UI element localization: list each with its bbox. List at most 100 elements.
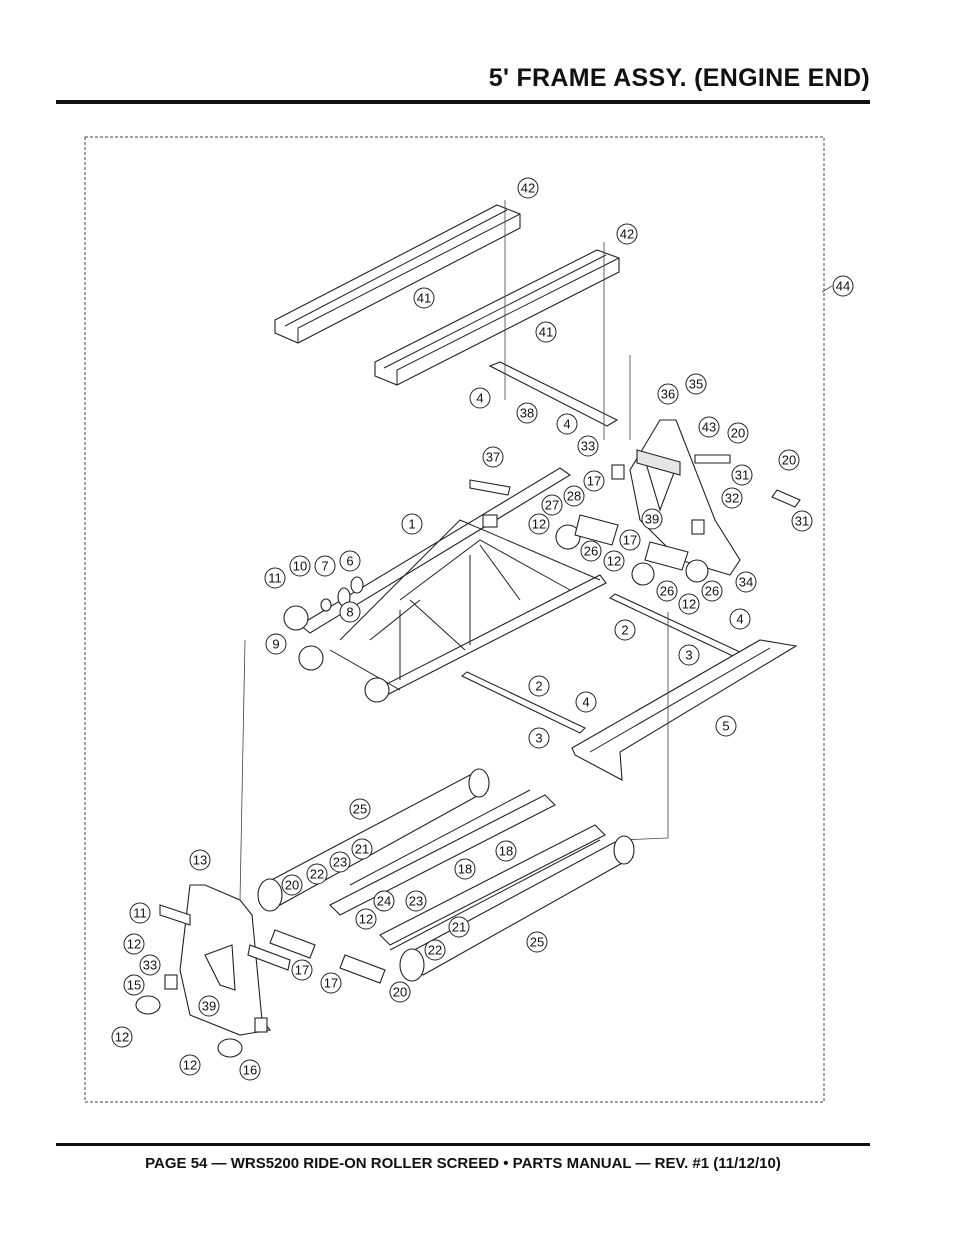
callout-17: 17 xyxy=(291,959,313,981)
svg-text:5: 5 xyxy=(722,719,729,734)
header-rule xyxy=(56,100,870,104)
channel-upper-left xyxy=(274,204,521,344)
callout-6: 6 xyxy=(339,550,361,572)
svg-text:16: 16 xyxy=(243,1063,257,1078)
svg-text:31: 31 xyxy=(795,514,809,529)
svg-text:31: 31 xyxy=(735,468,749,483)
svg-text:27: 27 xyxy=(545,498,559,513)
callout-11: 11 xyxy=(264,567,286,589)
callout-25: 25 xyxy=(349,798,371,820)
svg-text:43: 43 xyxy=(702,420,716,435)
svg-text:4: 4 xyxy=(736,612,743,627)
clamp-15 xyxy=(135,995,161,1015)
svg-text:26: 26 xyxy=(660,584,674,599)
callout-21: 21 xyxy=(351,838,373,860)
svg-text:4: 4 xyxy=(582,695,589,710)
callout-42: 42 xyxy=(616,223,638,245)
callout-32: 32 xyxy=(721,487,743,509)
callout-26: 26 xyxy=(656,580,678,602)
svg-text:12: 12 xyxy=(359,912,373,927)
svg-text:28: 28 xyxy=(567,489,581,504)
svg-text:35: 35 xyxy=(689,377,703,392)
callout-23: 23 xyxy=(405,890,427,912)
callout-26: 26 xyxy=(701,580,723,602)
callout-22: 22 xyxy=(306,863,328,885)
callout-11: 11 xyxy=(129,902,151,924)
svg-text:20: 20 xyxy=(285,878,299,893)
svg-text:9: 9 xyxy=(272,637,279,652)
callout-3: 3 xyxy=(678,644,700,666)
svg-text:41: 41 xyxy=(539,325,553,340)
rod-21a xyxy=(349,789,531,886)
svg-text:4: 4 xyxy=(563,417,570,432)
callout-7: 7 xyxy=(314,555,336,577)
hub-9 xyxy=(283,605,309,631)
channel-upper-right xyxy=(374,249,620,386)
svg-text:32: 32 xyxy=(725,491,739,506)
svg-text:4: 4 xyxy=(476,391,483,406)
svg-text:13: 13 xyxy=(193,853,207,868)
callout-20: 20 xyxy=(281,874,303,896)
svg-text:33: 33 xyxy=(581,439,595,454)
svg-text:42: 42 xyxy=(521,181,535,196)
washer-7 xyxy=(320,598,332,612)
callout-4: 4 xyxy=(469,387,491,409)
callout-39: 39 xyxy=(198,995,220,1017)
callout-18: 18 xyxy=(454,858,476,880)
callout-12: 12 xyxy=(123,933,145,955)
svg-text:2: 2 xyxy=(535,679,542,694)
callout-8: 8 xyxy=(339,601,361,623)
svg-text:20: 20 xyxy=(393,985,407,1000)
svg-text:23: 23 xyxy=(409,894,423,909)
svg-text:42: 42 xyxy=(620,227,634,242)
callout-21: 21 xyxy=(448,916,470,938)
callout-23: 23 xyxy=(329,851,351,873)
svg-text:21: 21 xyxy=(355,842,369,857)
svg-text:37: 37 xyxy=(486,450,500,465)
callout-41: 41 xyxy=(413,287,435,309)
callout-42: 42 xyxy=(517,177,539,199)
svg-text:17: 17 xyxy=(324,976,338,991)
screed-pan xyxy=(571,639,798,781)
callout-33: 33 xyxy=(139,954,161,976)
callout-44: 44 xyxy=(832,275,854,297)
callout-37: 37 xyxy=(482,446,504,468)
roller-lower xyxy=(399,835,635,982)
svg-text:3: 3 xyxy=(535,731,542,746)
side-plate-right xyxy=(611,419,741,576)
svg-text:18: 18 xyxy=(458,862,472,877)
bracket-31b xyxy=(771,489,801,508)
callout-34: 34 xyxy=(735,571,757,593)
clamp-16 xyxy=(217,1038,243,1058)
callout-4: 4 xyxy=(556,413,578,435)
hub-9b xyxy=(298,645,324,671)
callout-16: 16 xyxy=(239,1059,261,1081)
callout-4: 4 xyxy=(729,608,751,630)
bar-left xyxy=(247,944,291,971)
plate-17d xyxy=(339,954,386,984)
callout-17: 17 xyxy=(583,470,605,492)
svg-text:20: 20 xyxy=(731,426,745,441)
svg-text:12: 12 xyxy=(127,937,141,952)
callout-12: 12 xyxy=(179,1054,201,1076)
plate-17c xyxy=(269,929,316,959)
assembly-boundary xyxy=(84,136,825,1103)
callout-17: 17 xyxy=(320,972,342,994)
svg-text:34: 34 xyxy=(739,575,753,590)
callout-24: 24 xyxy=(373,890,395,912)
svg-text:11: 11 xyxy=(133,906,147,921)
svg-text:12: 12 xyxy=(115,1030,129,1045)
callout-12: 12 xyxy=(678,593,700,615)
callout-10: 10 xyxy=(289,555,311,577)
svg-text:17: 17 xyxy=(587,474,601,489)
svg-text:23: 23 xyxy=(333,855,347,870)
svg-text:21: 21 xyxy=(452,920,466,935)
callout-25: 25 xyxy=(526,931,548,953)
svg-text:12: 12 xyxy=(682,597,696,612)
svg-text:10: 10 xyxy=(293,559,307,574)
leader-line xyxy=(239,639,246,901)
svg-text:24: 24 xyxy=(377,894,391,909)
callout-13: 13 xyxy=(189,849,211,871)
callout-43: 43 xyxy=(698,416,720,438)
bearing-26b xyxy=(631,562,655,586)
